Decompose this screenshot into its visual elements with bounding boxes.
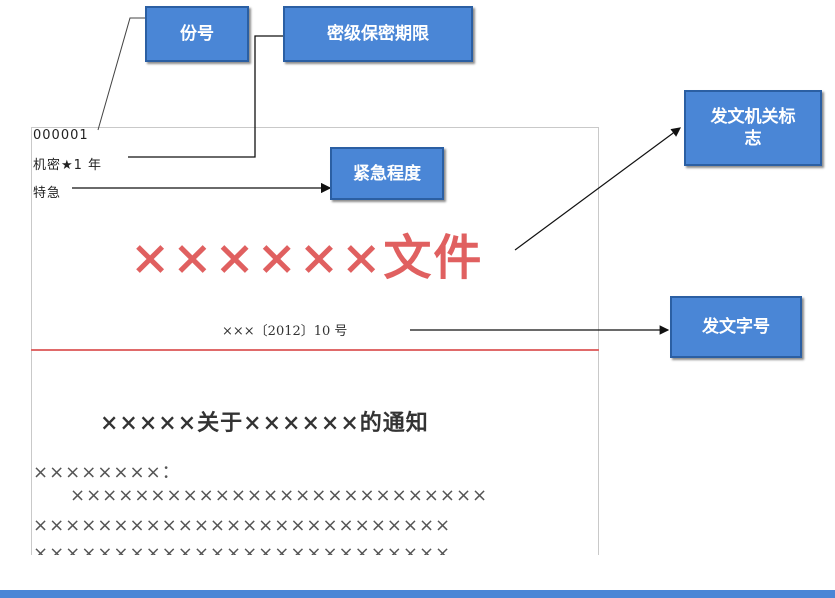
document-page bbox=[31, 127, 599, 555]
org-mark-arrow bbox=[514, 127, 681, 251]
salutation-line: ××××××××： bbox=[33, 462, 181, 483]
classification-text: 机密★1 年 bbox=[33, 158, 103, 173]
urgency-label: 紧急程度 bbox=[330, 147, 444, 200]
security-level-label: 密级保密期限 bbox=[283, 6, 473, 62]
urgency-text: 特急 bbox=[33, 186, 62, 201]
body-line-2: ×××××××××××××××××××××××××× bbox=[33, 515, 452, 536]
copy-number-label: 份号 bbox=[145, 6, 249, 62]
red-separator-line bbox=[31, 349, 599, 351]
document-number-label: 发文字号 bbox=[670, 296, 802, 358]
issuing-org-mark-label: 发文机关标志 bbox=[684, 90, 822, 166]
notice-title: ×××××关于××××××的通知 bbox=[100, 410, 429, 436]
body-line-3: ×××××××××××××××××××××××××× bbox=[33, 543, 452, 555]
copy-number-leader bbox=[97, 17, 145, 131]
security-level-leader bbox=[128, 35, 283, 158]
bottom-bar bbox=[0, 590, 835, 598]
copy-number-text: 000001 bbox=[33, 128, 89, 143]
body-line-1: ×××××××××××××××××××××××××× bbox=[70, 485, 489, 506]
document-number-text: ×××〔2012〕10 号 bbox=[222, 324, 348, 339]
